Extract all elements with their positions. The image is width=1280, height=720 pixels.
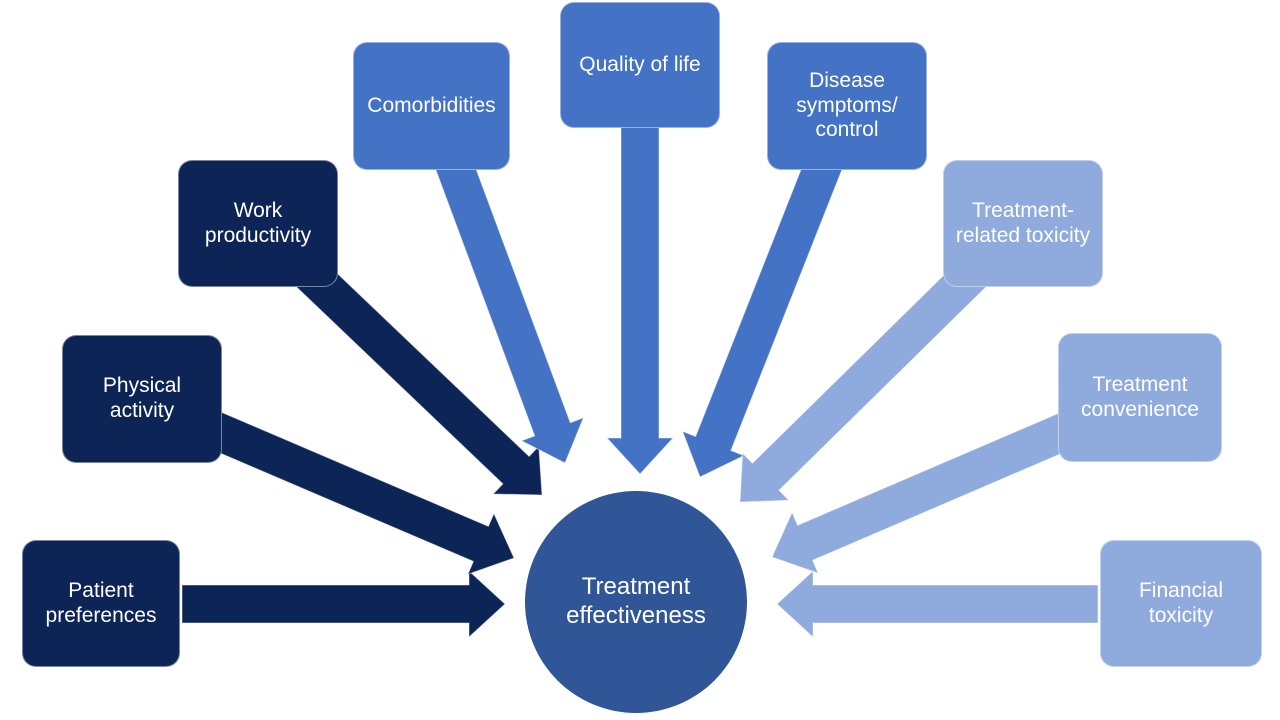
node-physical-activity: Physical activity	[62, 335, 222, 463]
node-label: Work productivity	[204, 198, 312, 247]
node-disease-symptoms-control: Disease symptoms/ control	[767, 42, 927, 170]
node-comorbidities: Comorbidities	[353, 42, 510, 170]
node-label: Comorbidities	[367, 93, 496, 117]
center-node-treatment-effectiveness: Treatment effectiveness	[525, 491, 747, 713]
node-treatment-convenience: Treatment convenience	[1058, 333, 1222, 462]
node-financial-toxicity: Financial toxicity	[1100, 540, 1262, 667]
node-label: Quality of life	[579, 52, 701, 76]
node-work-productivity: Work productivity	[178, 160, 338, 287]
node-label: Patient preferences	[45, 578, 157, 627]
node-quality-of-life: Quality of life	[560, 2, 720, 128]
node-label: Treatment- related toxicity	[955, 198, 1091, 247]
arrow-financial-toxicity	[776, 569, 1099, 639]
center-node-label: Treatment effectiveness	[566, 573, 706, 629]
node-label: Treatment convenience	[1081, 372, 1199, 421]
node-treatment-related-toxicity: Treatment- related toxicity	[943, 160, 1103, 287]
node-label: Physical activity	[102, 374, 182, 422]
arrow-patient-preferences	[181, 569, 506, 639]
node-label: Financial toxicity	[1138, 578, 1224, 627]
node-patient-preferences: Patient preferences	[22, 540, 180, 667]
node-label: Disease symptoms/ control	[796, 68, 898, 142]
